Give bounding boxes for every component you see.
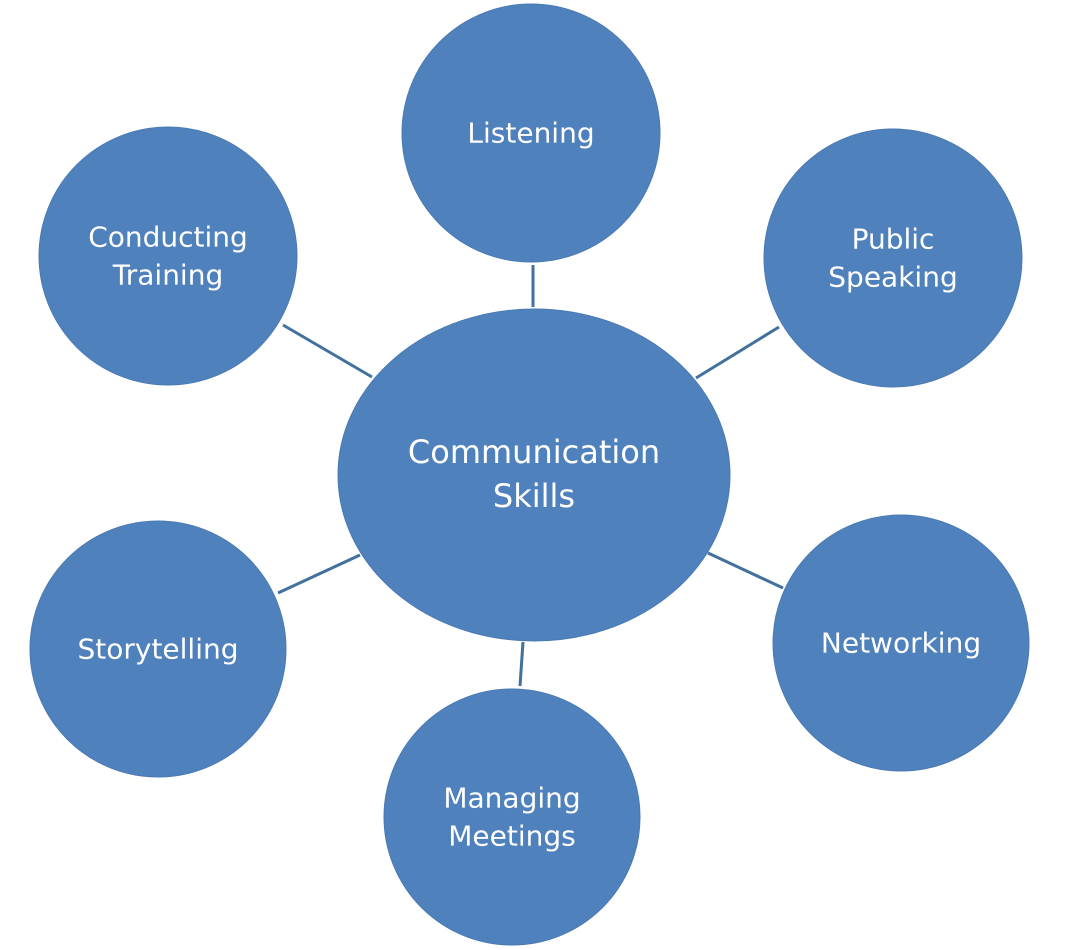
node-circle-managing-meetings [383,688,641,946]
center-label-line-2: Skills [493,477,575,515]
connector-conducting-training [282,323,373,379]
connector-networking [707,551,784,590]
connector-managing-meetings [518,641,525,687]
node-circle-public-speaking [763,128,1023,388]
node-circle-networking [772,514,1030,772]
node-circle-conducting-training [38,126,298,386]
node-conducting-training-label-line-2: Training [112,259,223,292]
node-managing-meetings-label-line-2: Meetings [448,820,575,853]
node-conducting-training-label-line-1: Conducting [88,221,248,254]
node-networking: Networking [772,514,1030,772]
node-public-speaking-label-line-2: Speaking [828,261,957,294]
node-storytelling: Storytelling [29,520,287,778]
node-listening: Listening [401,3,661,263]
node-group: ListeningPublicSpeakingNetworkingManagin… [29,3,1030,946]
node-managing-meetings-label-line-1: Managing [443,782,580,815]
node-listening-label-line-1: Listening [467,117,594,150]
node-circle-listening [401,3,661,263]
center-ellipse [337,308,731,642]
node-circle-storytelling [29,520,287,778]
center-label-line-1: Communication [408,433,660,471]
node-networking-label-line-1: Networking [821,627,981,660]
node-public-speaking-label-line-1: Public [852,223,935,256]
connector-public-speaking [695,325,780,380]
connector-group [277,265,784,687]
node-storytelling-label-line-1: Storytelling [77,633,238,666]
connector-storytelling [277,553,361,595]
